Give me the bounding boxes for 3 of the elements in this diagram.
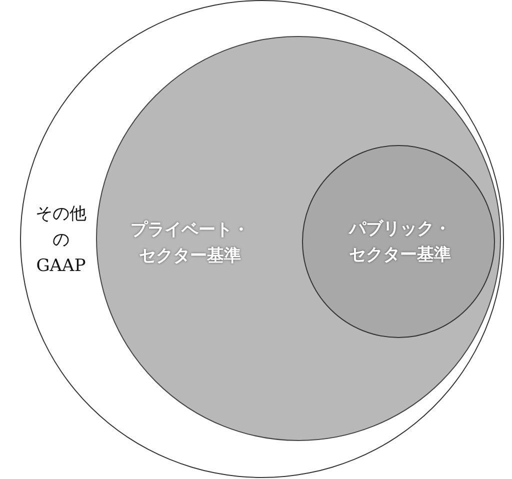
circle-label: パブリック・セクター基準 [347,218,452,267]
circle-label: プライベート・セクター基準 [130,219,250,268]
circle-label: その他のGAAP [34,203,88,278]
